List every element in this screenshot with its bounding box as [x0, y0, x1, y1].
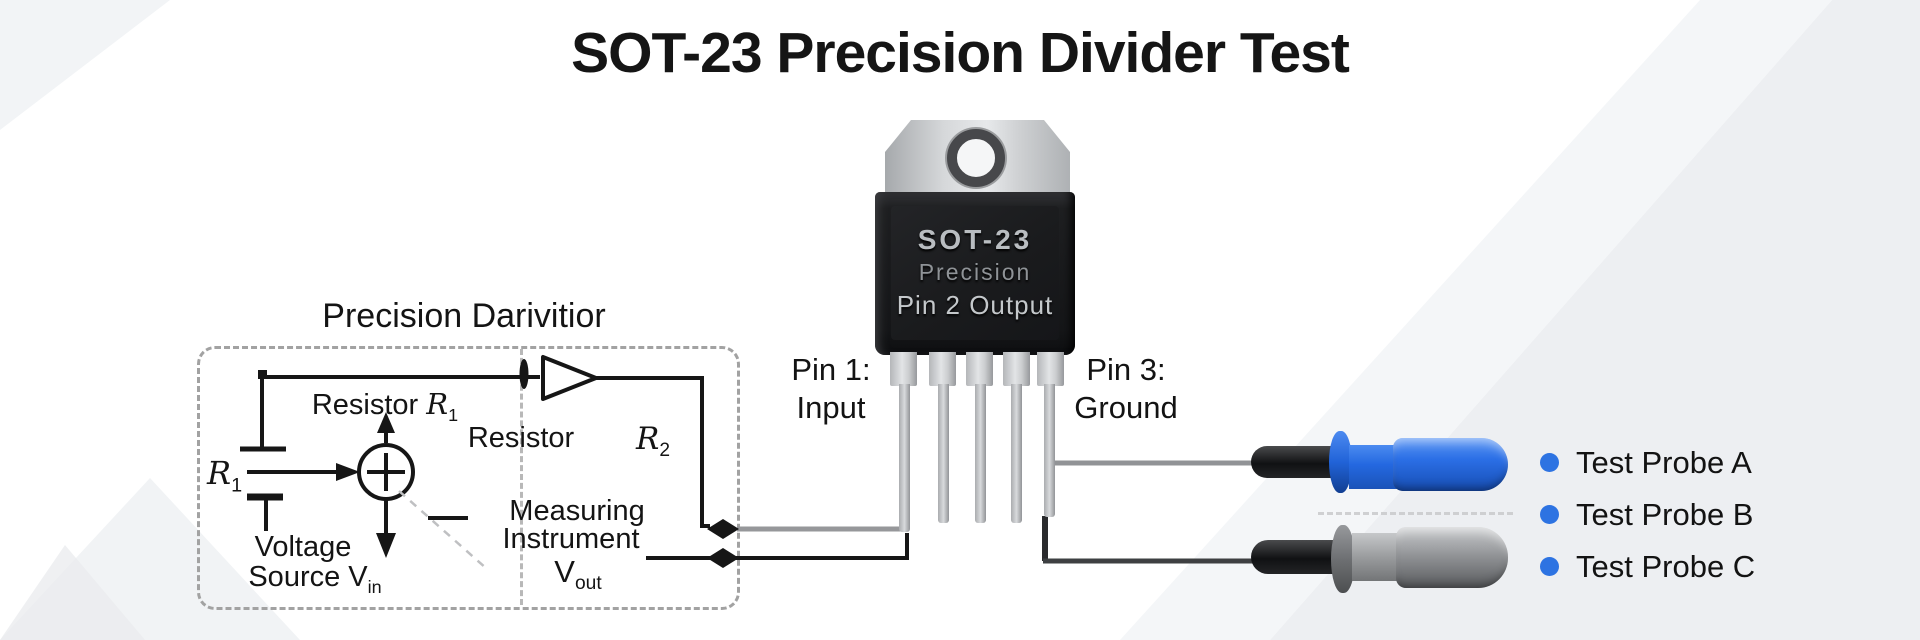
page-title: SOT-23 Precision Divider Test [571, 21, 1350, 85]
r1-label: R1 [207, 454, 243, 497]
probe-c-grip [1251, 540, 1337, 574]
pin3-callout-line2: Ground [1074, 390, 1178, 425]
probe-a-collar [1329, 431, 1352, 493]
resistor-r1-text: Resistor [311, 389, 427, 421]
pin-3-leg [975, 384, 986, 523]
pin1-callout: Pin 1: Input [766, 351, 896, 427]
r2-symbol: R [636, 421, 660, 457]
legend-item-probe-b: Test Probe B [1540, 496, 1754, 532]
resistor-label: Resistor [467, 422, 575, 454]
r2-subscript: 2 [659, 440, 671, 462]
probe-a-body [1393, 438, 1508, 491]
package-marking-line1: SOT-23 [917, 224, 1033, 255]
pin3-callout-line1: Pin 3: [1086, 352, 1166, 387]
probe-c-collar [1331, 525, 1355, 593]
legend-item-probe-c: Test Probe C [1540, 548, 1756, 584]
measuring-label-line2: Instrument [502, 523, 640, 555]
bullet-dot-icon [1540, 557, 1559, 576]
pin-1-leg [899, 384, 910, 532]
package-marking-line3: Pin 2 Output [896, 290, 1054, 320]
circuit-dashed-divider [520, 349, 523, 605]
pin-2-leg [938, 384, 949, 523]
pin1-callout-line1: Pin 1: [791, 352, 871, 387]
bullet-dot-icon [1540, 453, 1559, 472]
bullet-dot-icon [1540, 505, 1559, 524]
r1-symbol: R [207, 454, 232, 492]
legend-label: Test Probe C [1576, 548, 1756, 584]
pin-3 [966, 352, 993, 386]
package-marking-line2: Precision [918, 259, 1032, 285]
probe-a-grip [1251, 446, 1335, 478]
measuring-label-line1: Measuring [509, 495, 645, 527]
resistor-r1-symbol: R [426, 387, 449, 421]
resistor-r1-label: Resistor R1 [285, 389, 485, 425]
package-marking: SOT-23 Precision Pin 2 Output [875, 224, 1075, 320]
vout-label: Vout [498, 554, 658, 595]
package-body-face [891, 206, 1059, 340]
vout-subscript: out [574, 573, 602, 595]
pin3-callout: Pin 3: Ground [1061, 351, 1191, 427]
pin-5-leg [1044, 384, 1055, 517]
pin-1 [890, 352, 917, 386]
probe-a-neck [1349, 445, 1399, 489]
vout-symbol: V [554, 554, 575, 589]
pin-2 [929, 352, 956, 386]
pin-5 [1037, 352, 1064, 386]
legend-label: Test Probe A [1576, 444, 1752, 480]
probe-c-body [1396, 527, 1508, 588]
circuit-box-title: Precision Darivitior [322, 297, 606, 335]
resistor-r1-subscript: 1 [448, 404, 459, 425]
r2-label: R2 [636, 423, 670, 461]
probe-c-neck [1352, 533, 1400, 581]
circuit-dashed-box [197, 346, 740, 610]
r1-subscript: 1 [231, 474, 243, 497]
probe-separator-dashes [1318, 512, 1513, 515]
vin-subscript: in [367, 576, 382, 597]
legend-item-probe-a: Test Probe A [1540, 444, 1752, 480]
pin-4 [1003, 352, 1030, 386]
pin1-callout-line2: Input [796, 390, 866, 425]
vin-text: Source V [248, 561, 368, 593]
voltage-source-label-line2: Source Vin [212, 562, 418, 597]
legend-label: Test Probe B [1576, 496, 1754, 532]
voltage-source-label-line1: Voltage [254, 531, 352, 563]
pin-4-leg [1011, 384, 1022, 523]
package-mounting-hole-icon [947, 129, 1005, 187]
